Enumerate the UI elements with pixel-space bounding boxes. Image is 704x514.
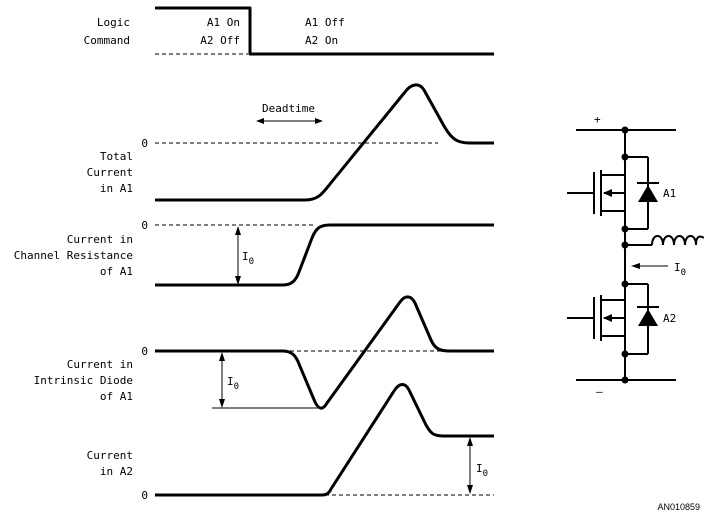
state1-label-2: A2 Off bbox=[200, 34, 240, 47]
channel-current-waveform bbox=[155, 223, 494, 287]
total-current-trace: Total Current in A1 0 bbox=[87, 83, 494, 202]
junction-dot bbox=[621, 153, 629, 161]
a1-label: A1 bbox=[663, 187, 676, 200]
deadtime-marker: Deadtime bbox=[256, 102, 323, 124]
a2-io-label: I0 bbox=[476, 462, 488, 479]
junction-dot bbox=[621, 241, 629, 249]
transistor-a1 bbox=[567, 170, 625, 216]
diode-label-3: of A1 bbox=[100, 390, 133, 403]
figure-id: AN010859 bbox=[657, 502, 700, 512]
junction-dot bbox=[621, 376, 629, 384]
total-label-1: Total bbox=[100, 150, 133, 163]
transistor-a2 bbox=[567, 295, 625, 341]
channel-io-arrow-down bbox=[235, 276, 241, 285]
diode-io-arrow-up bbox=[219, 352, 225, 361]
diode-io-arrow-down bbox=[219, 399, 225, 408]
deadtime-arrow-left bbox=[256, 118, 264, 124]
state2-label-1: A1 Off bbox=[305, 16, 345, 29]
diode-label-1: Current in bbox=[67, 358, 133, 371]
deadtime-label: Deadtime bbox=[262, 102, 315, 115]
a2-current-waveform bbox=[155, 383, 494, 497]
channel-zero-label: 0 bbox=[141, 219, 148, 232]
circuit-io-label: I0 bbox=[674, 261, 686, 278]
diode-current-waveform bbox=[155, 295, 494, 410]
state1-label-1: A1 On bbox=[207, 16, 240, 29]
total-current-waveform bbox=[155, 83, 494, 202]
diode-a1: A1 bbox=[625, 156, 676, 230]
logic-label-1: Logic bbox=[97, 16, 130, 29]
diode-a1-icon bbox=[638, 185, 658, 202]
half-bridge-circuit: + – A1 I0 bbox=[567, 113, 704, 398]
diode-current-trace: Current in Intrinsic Diode of A1 0 I0 bbox=[34, 295, 494, 410]
deadtime-arrow-right bbox=[315, 118, 323, 124]
io-current-arrow-head bbox=[631, 263, 640, 269]
a2-body-arrow bbox=[603, 314, 612, 322]
a2-label-2: in A2 bbox=[100, 465, 133, 478]
inductor-icon bbox=[651, 235, 704, 246]
channel-current-trace: Current in Channel Resistance of A1 0 I0 bbox=[14, 219, 494, 287]
total-label-2: Current bbox=[87, 166, 133, 179]
channel-label-1: Current in bbox=[67, 233, 133, 246]
a1-body-arrow bbox=[603, 189, 612, 197]
channel-label-3: of A1 bbox=[100, 265, 133, 278]
a2-io-arrow-down bbox=[467, 485, 473, 494]
diode-zero-label: 0 bbox=[141, 345, 148, 358]
diode-label-2: Intrinsic Diode bbox=[34, 374, 133, 387]
channel-label-2: Channel Resistance bbox=[14, 249, 133, 262]
a2-io-arrow-up bbox=[467, 437, 473, 446]
junction-dot bbox=[621, 126, 629, 134]
total-zero-label: 0 bbox=[141, 137, 148, 150]
negative-rail-label: – bbox=[596, 385, 603, 398]
junction-dot bbox=[621, 350, 629, 358]
diode-io-label: I0 bbox=[227, 375, 239, 392]
state2-label-2: A2 On bbox=[305, 34, 338, 47]
channel-io-arrow-up bbox=[235, 226, 241, 235]
total-label-3: in A1 bbox=[100, 182, 133, 195]
junction-dot bbox=[621, 225, 629, 233]
logic-waveform bbox=[155, 6, 494, 56]
channel-io-label: I0 bbox=[242, 250, 254, 267]
a2-current-trace: Current in A2 0 I0 bbox=[87, 383, 494, 502]
positive-rail-label: + bbox=[594, 113, 601, 126]
logic-command-trace: Logic Command A1 On A2 Off A1 Off A2 On bbox=[84, 6, 494, 56]
a2-label-1: Current bbox=[87, 449, 133, 462]
logic-label-2: Command bbox=[84, 34, 130, 47]
a2-label: A2 bbox=[663, 312, 676, 325]
a2-zero-label: 0 bbox=[141, 489, 148, 502]
diode-a2: A2 bbox=[625, 283, 676, 355]
junction-dot bbox=[621, 280, 629, 288]
diode-a2-icon bbox=[638, 309, 658, 326]
